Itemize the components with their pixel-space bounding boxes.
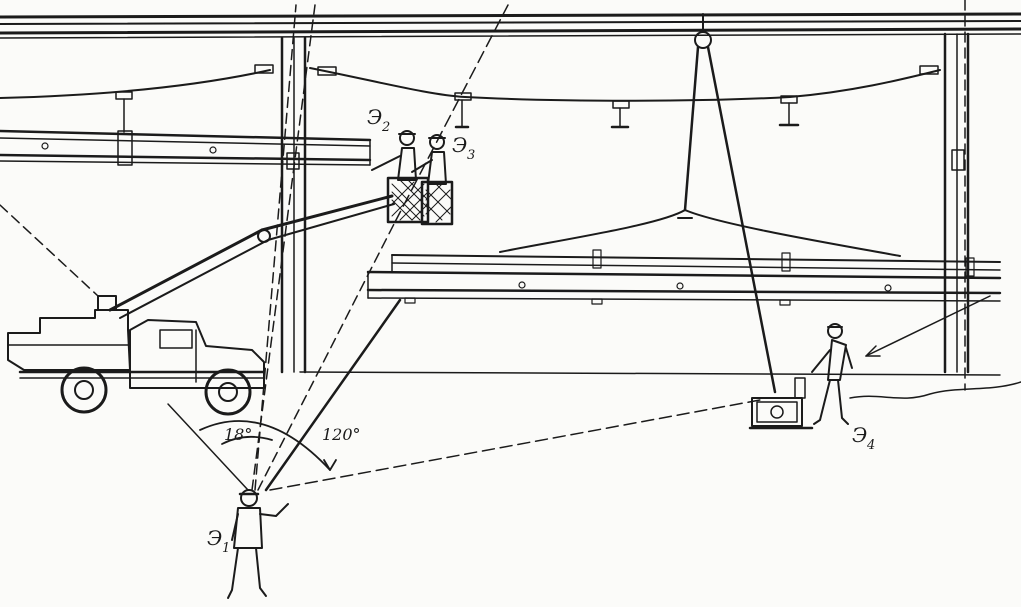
svg-text:3: 3 (467, 148, 475, 163)
worker-e4 (811, 323, 853, 425)
svg-text:Э: Э (852, 423, 867, 447)
worker-e3 (411, 134, 447, 185)
svg-text:1: 1 (222, 541, 230, 556)
aerial-basket (386, 176, 454, 226)
ground-right (299, 371, 1021, 399)
angle-label-large: 120° (322, 425, 361, 444)
truck-crane (7, 194, 395, 416)
svg-text:Э: Э (452, 133, 467, 157)
label-e1: Э 1 (207, 526, 230, 556)
trolley-wire (0, 64, 941, 133)
label-e2: Э 2 (367, 105, 390, 135)
svg-text:2: 2 (381, 120, 390, 135)
left-column (280, 36, 307, 374)
worker-e2 (371, 130, 417, 181)
top-beam (0, 12, 1021, 39)
svg-text:4: 4 (866, 438, 875, 453)
svg-text:Э: Э (207, 526, 222, 550)
sling-rig (499, 13, 901, 394)
angle-arcs (199, 420, 337, 471)
angle-label-small: 18° (224, 425, 252, 444)
worker-e1 (227, 489, 289, 599)
label-e4: Э 4 (852, 423, 875, 453)
svg-text:Э: Э (367, 105, 382, 129)
label-e3: Э 3 (452, 133, 475, 163)
winch (748, 377, 814, 430)
sight-lines (0, 0, 991, 492)
right-column (943, 32, 970, 374)
lifted-beam (366, 249, 1002, 306)
left-crossbeam (0, 129, 372, 166)
